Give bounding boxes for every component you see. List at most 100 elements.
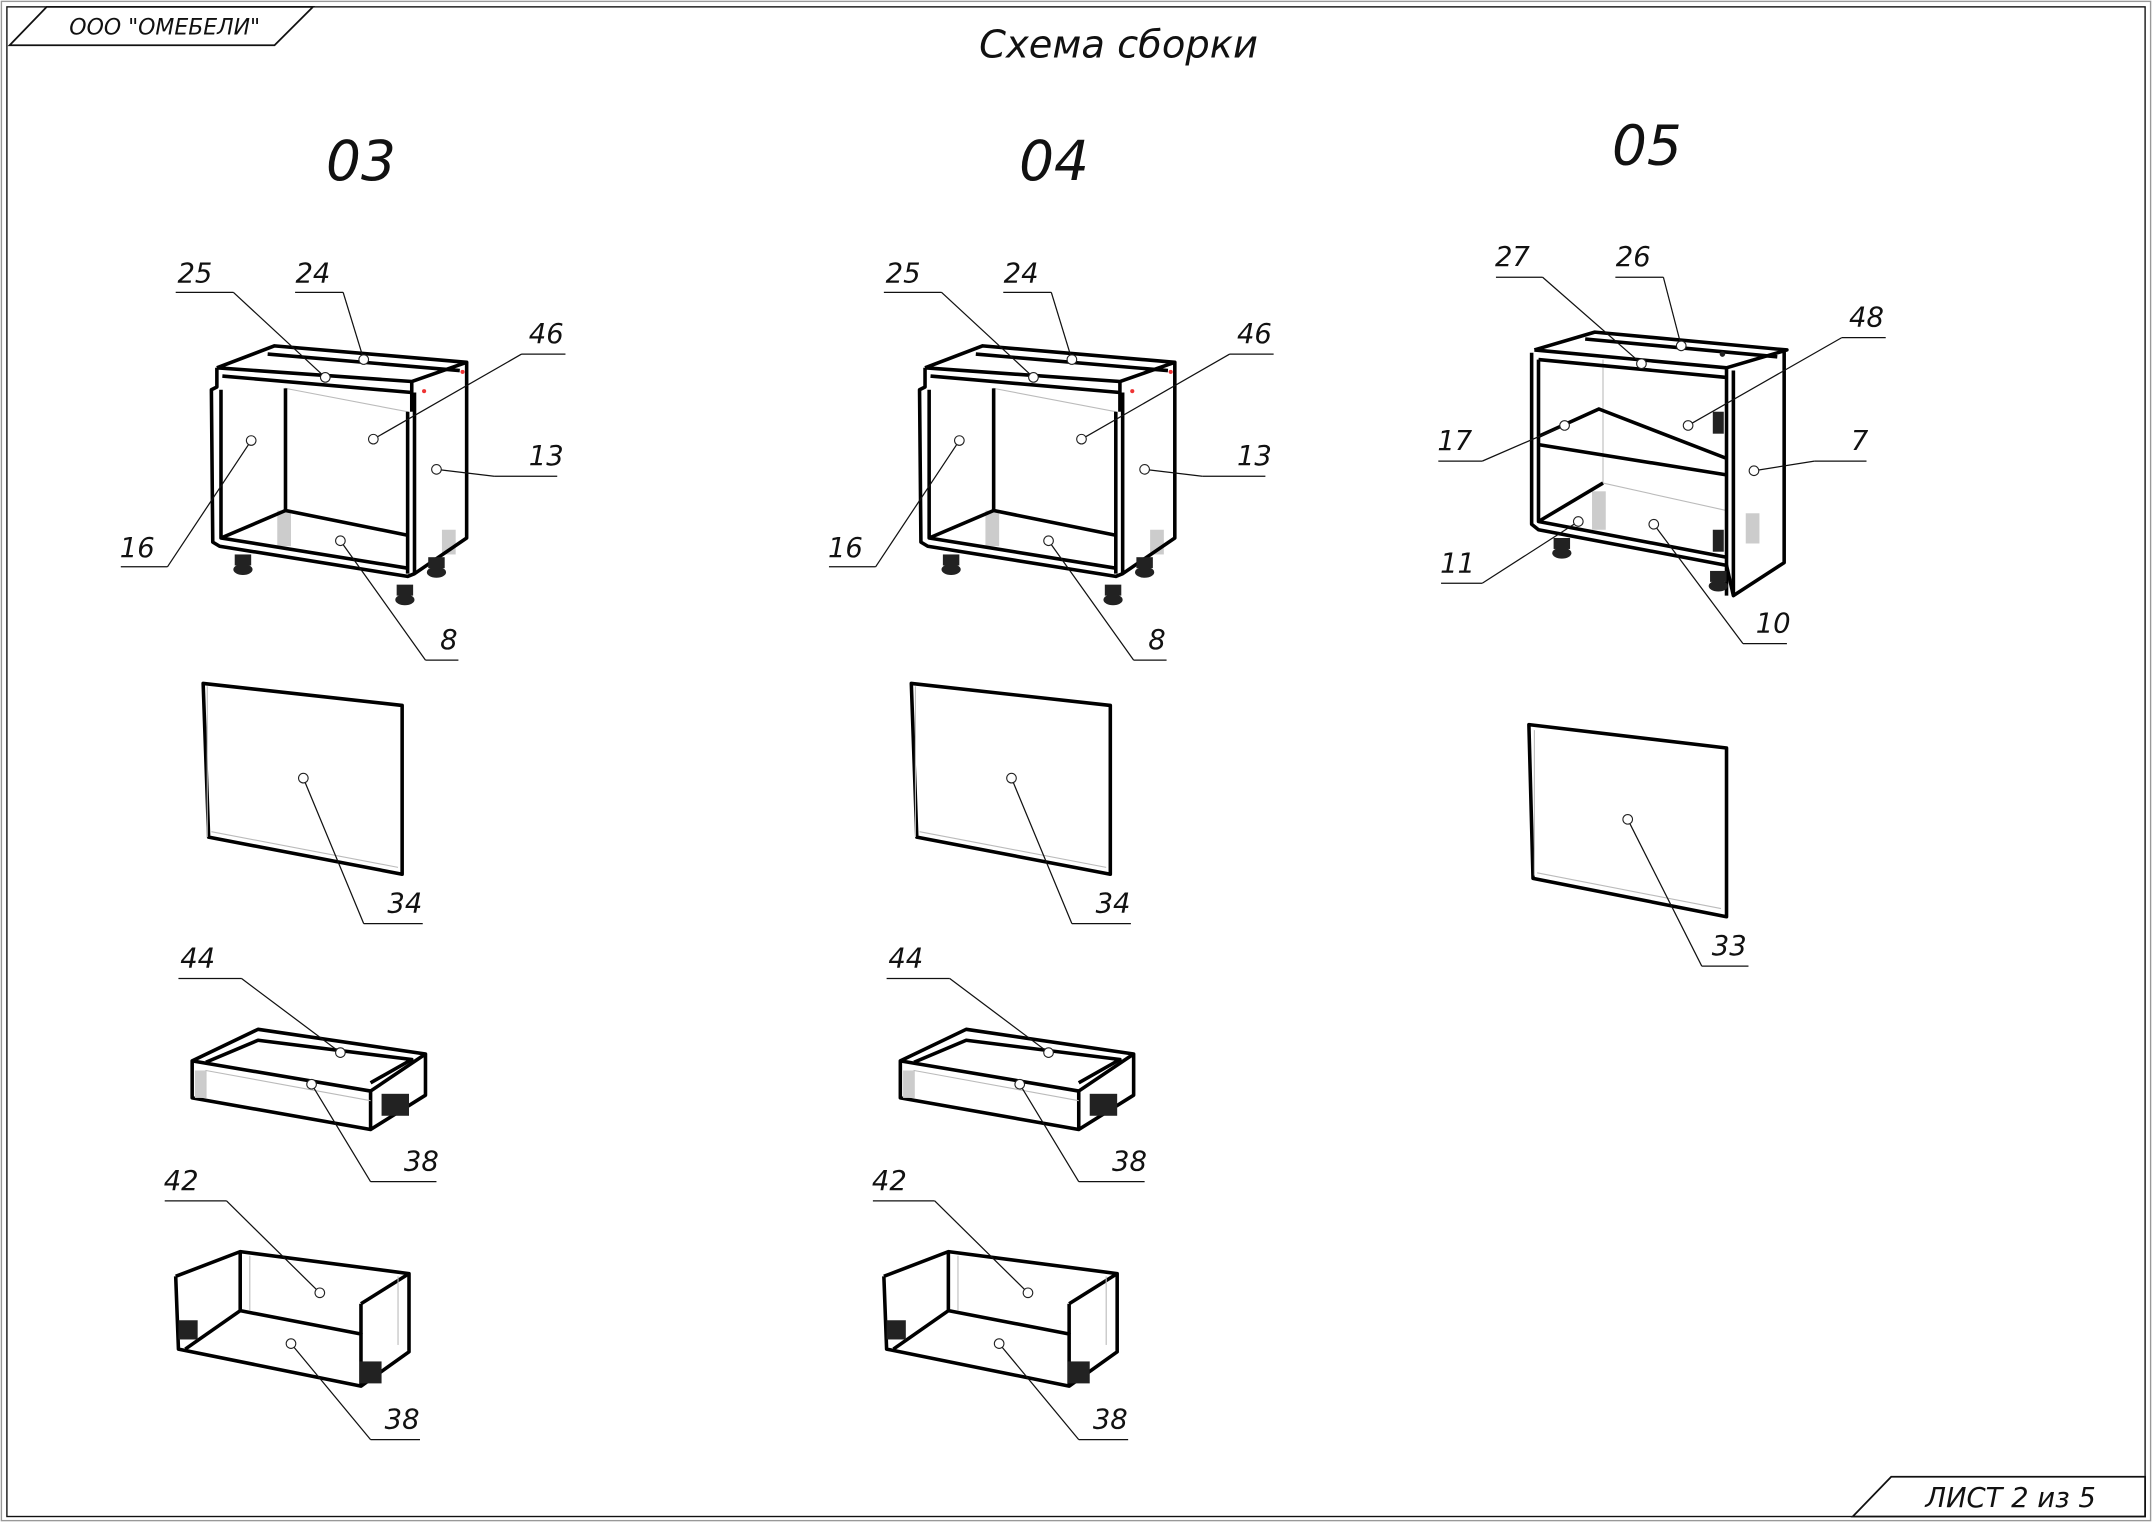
marker-dot: [422, 389, 427, 394]
part-number-label: 38: [1093, 1405, 1128, 1436]
part-marker: [953, 435, 965, 446]
top-frame: [216, 344, 469, 384]
leg-foot: [1552, 547, 1572, 559]
part-marker: [358, 354, 370, 365]
part-number-label: 38: [404, 1147, 439, 1178]
marker-dot: [1168, 369, 1173, 374]
leader-line: [1144, 468, 1203, 477]
leg-icon: [234, 554, 252, 566]
drawing-edge: [928, 508, 995, 540]
leader-line: [436, 468, 495, 477]
leg-foot: [233, 564, 253, 576]
part-marker: [1066, 354, 1078, 365]
callout: 38: [1014, 1078, 1147, 1183]
leader-line: [302, 777, 365, 924]
callout: 25: [883, 259, 1039, 383]
part-number-label: 46: [529, 319, 564, 350]
leader-line: [1627, 819, 1703, 967]
leader-line: [1048, 540, 1135, 661]
module-number: 03: [326, 129, 396, 193]
leader-line: [1019, 1083, 1080, 1182]
leader-line: [226, 1200, 321, 1294]
drawing-edge: [919, 831, 1107, 868]
part-marker: [431, 464, 442, 475]
module-number: 05: [1612, 114, 1682, 178]
callout: 10: [1648, 518, 1791, 645]
sheet-title: Схема сборки: [979, 23, 1258, 68]
drawing-edge: [238, 1251, 363, 1387]
callout: 24: [1003, 259, 1078, 365]
drawing-edge: [205, 1038, 414, 1085]
sheet-number-block: ЛИСТ 2 из 5: [1850, 1475, 2146, 1518]
part-number-label: 8: [440, 625, 457, 656]
part-marker: [1014, 1078, 1026, 1090]
leader-line: [339, 540, 426, 661]
part-number-label: 10: [1756, 609, 1791, 640]
company-name: ООО "ОМЕБЕЛИ": [69, 15, 260, 40]
drawer-side: [194, 1070, 206, 1098]
hinge-icon: [1712, 529, 1724, 552]
part-marker: [1076, 433, 1087, 445]
drawing-edge: [219, 389, 408, 570]
part-number-label: 34: [1096, 889, 1131, 920]
drawing-edge: [220, 508, 287, 540]
cabinet-outline: [209, 362, 469, 579]
leader-line: [934, 1200, 1029, 1294]
part-number-label: 13: [529, 441, 564, 472]
drawing-edge: [184, 1309, 242, 1351]
leader-line: [1481, 520, 1579, 584]
leader-line: [373, 353, 522, 440]
company-block: ООО "ОМЕБЕЛИ": [7, 5, 316, 47]
part-marker: [1139, 464, 1150, 475]
part-marker: [1043, 1047, 1054, 1058]
callout: 33: [1622, 813, 1749, 967]
drawing-edge: [1068, 1272, 1119, 1306]
leader-line: [875, 440, 960, 568]
callout: 42: [164, 1166, 326, 1299]
shelf: [1537, 407, 1728, 461]
leg-foot: [941, 564, 961, 576]
leg-icon: [396, 584, 414, 596]
leader-line: [998, 1343, 1080, 1441]
leader-line: [1687, 337, 1843, 426]
door-panel: [1527, 722, 1729, 919]
part-number-label: 48: [1849, 303, 1884, 334]
leg-foot: [426, 566, 447, 578]
callout: 44: [886, 944, 1054, 1058]
leg-foot: [1103, 594, 1123, 606]
drawer-runner-icon: [381, 1093, 410, 1116]
callout: 46: [367, 319, 566, 445]
part-number-label: 16: [828, 533, 863, 564]
drawing-edge: [222, 374, 412, 395]
part-number-label: 24: [295, 259, 330, 290]
top-frame: [924, 344, 1177, 384]
leg-icon: [1553, 537, 1571, 549]
callout: 13: [431, 441, 564, 477]
drawing-edge: [927, 389, 1117, 570]
sheet-number: ЛИСТ 2 из 5: [1924, 1483, 2096, 1514]
drawer-side: [903, 1070, 915, 1098]
leg-icon: [428, 557, 445, 569]
leader-line: [949, 978, 1049, 1054]
leader-line: [1542, 276, 1642, 365]
part-marker: [1682, 420, 1694, 431]
leg-icon: [1710, 570, 1727, 582]
callout: 8: [1043, 535, 1167, 661]
hinge-icon: [1712, 411, 1724, 434]
leader-line: [342, 292, 365, 360]
callout: 46: [1076, 319, 1274, 445]
part-number-label: 24: [1004, 259, 1039, 290]
leader-line: [1753, 460, 1815, 472]
drawing-edge: [913, 1038, 1122, 1085]
leader-line: [166, 440, 252, 568]
leader-line: [1481, 424, 1565, 462]
part-number-label: 7: [1851, 426, 1869, 457]
drawing-edge: [991, 388, 1117, 537]
part-marker: [1636, 358, 1647, 370]
part-marker: [335, 535, 346, 547]
part-marker: [1022, 1287, 1034, 1299]
top-frame: [1533, 330, 1789, 370]
drawing-edge: [892, 1309, 950, 1351]
